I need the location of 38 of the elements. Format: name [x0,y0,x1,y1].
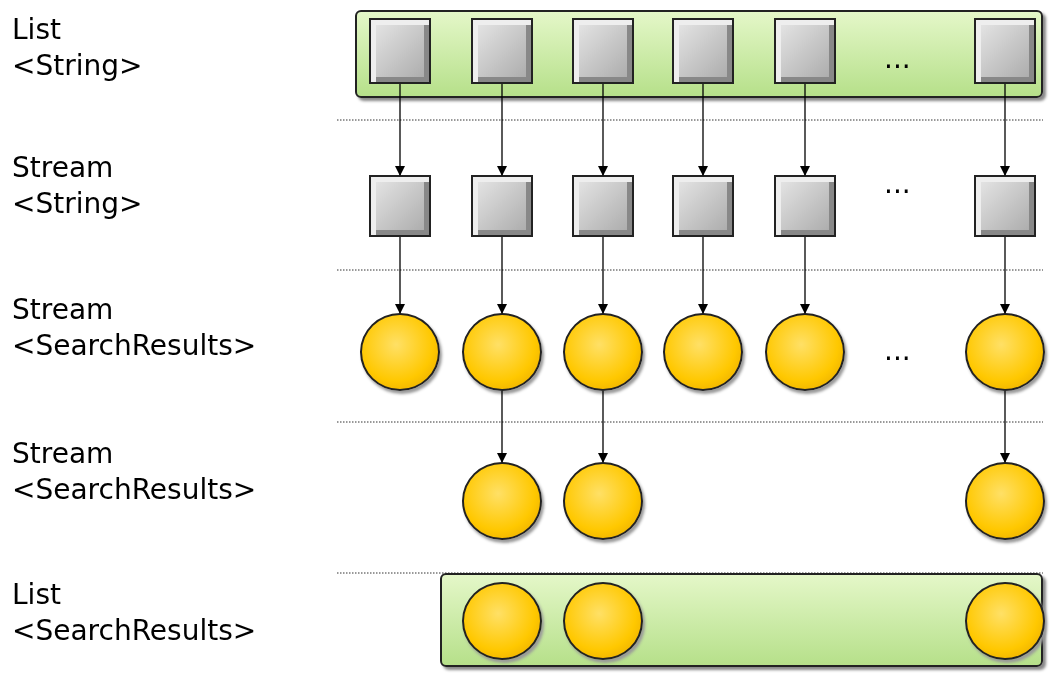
square-block [369,18,431,84]
list-bar [440,573,1043,667]
arrow [698,83,708,176]
arrow [497,236,507,314]
ellipsis: ... [884,42,911,75]
ellipsis: ... [884,167,911,200]
arrow [497,83,507,176]
square-block [572,175,634,237]
arrow [800,236,810,314]
square-block [471,18,533,84]
arrow [698,236,708,314]
row-label: List <SearchResults> [12,577,257,649]
square-block [774,18,836,84]
result-circle [965,582,1045,660]
row-label: Stream <String> [12,150,143,222]
square-block [974,175,1036,237]
arrow [1000,390,1010,463]
ellipsis: ... [884,334,911,367]
square-block [774,175,836,237]
arrow [598,83,608,176]
arrow [800,83,810,176]
square-block [672,18,734,84]
arrow [497,390,507,463]
arrow [1000,236,1010,314]
square-block [974,18,1036,84]
arrow [598,236,608,314]
arrow [598,390,608,463]
arrow [395,83,405,176]
row-label: Stream <SearchResults> [12,436,257,508]
square-block [572,18,634,84]
square-block [672,175,734,237]
square-block [369,175,431,237]
list-bar [355,10,1043,98]
row-label: Stream <SearchResults> [12,292,257,364]
arrow [395,236,405,314]
row-label: List <String> [12,12,143,84]
square-block [471,175,533,237]
arrow [1000,83,1010,176]
